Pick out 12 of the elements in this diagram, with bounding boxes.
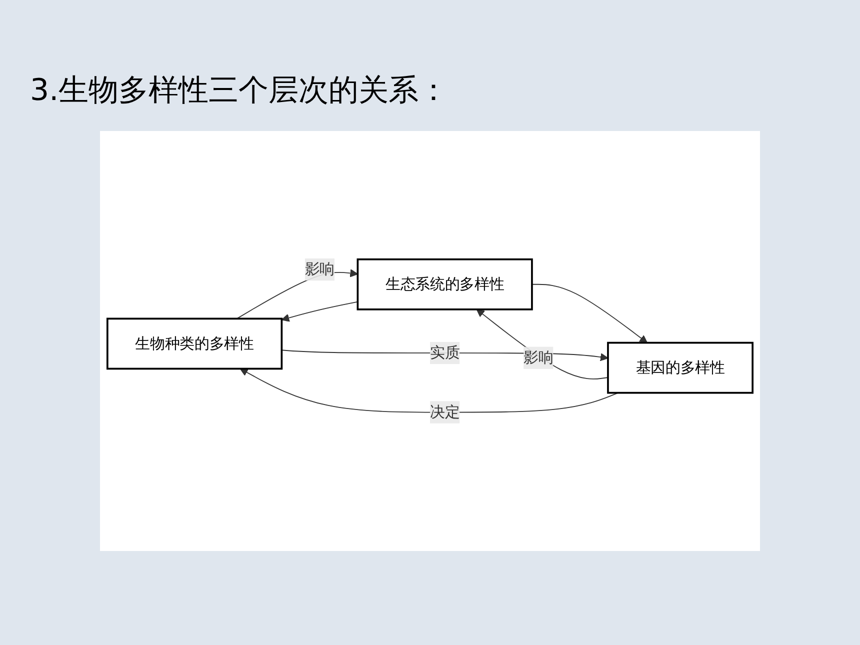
- title: 3.生物多样性三个层次的关系：: [29, 72, 450, 110]
- arrow: [532, 284, 648, 344]
- node-box: 基因的多样性: [607, 342, 754, 394]
- arrow: [281, 301, 358, 322]
- node-box: 生物种类的多样性: [106, 318, 283, 370]
- arrow: [476, 309, 608, 380]
- edge-label: 决定: [430, 403, 460, 421]
- edge-label: 实质: [430, 344, 460, 362]
- arrow: [240, 368, 619, 413]
- edge-label: 影响: [524, 348, 554, 366]
- edge-label: 影响: [304, 260, 335, 278]
- node-box: 生态系统的多样性: [356, 258, 533, 310]
